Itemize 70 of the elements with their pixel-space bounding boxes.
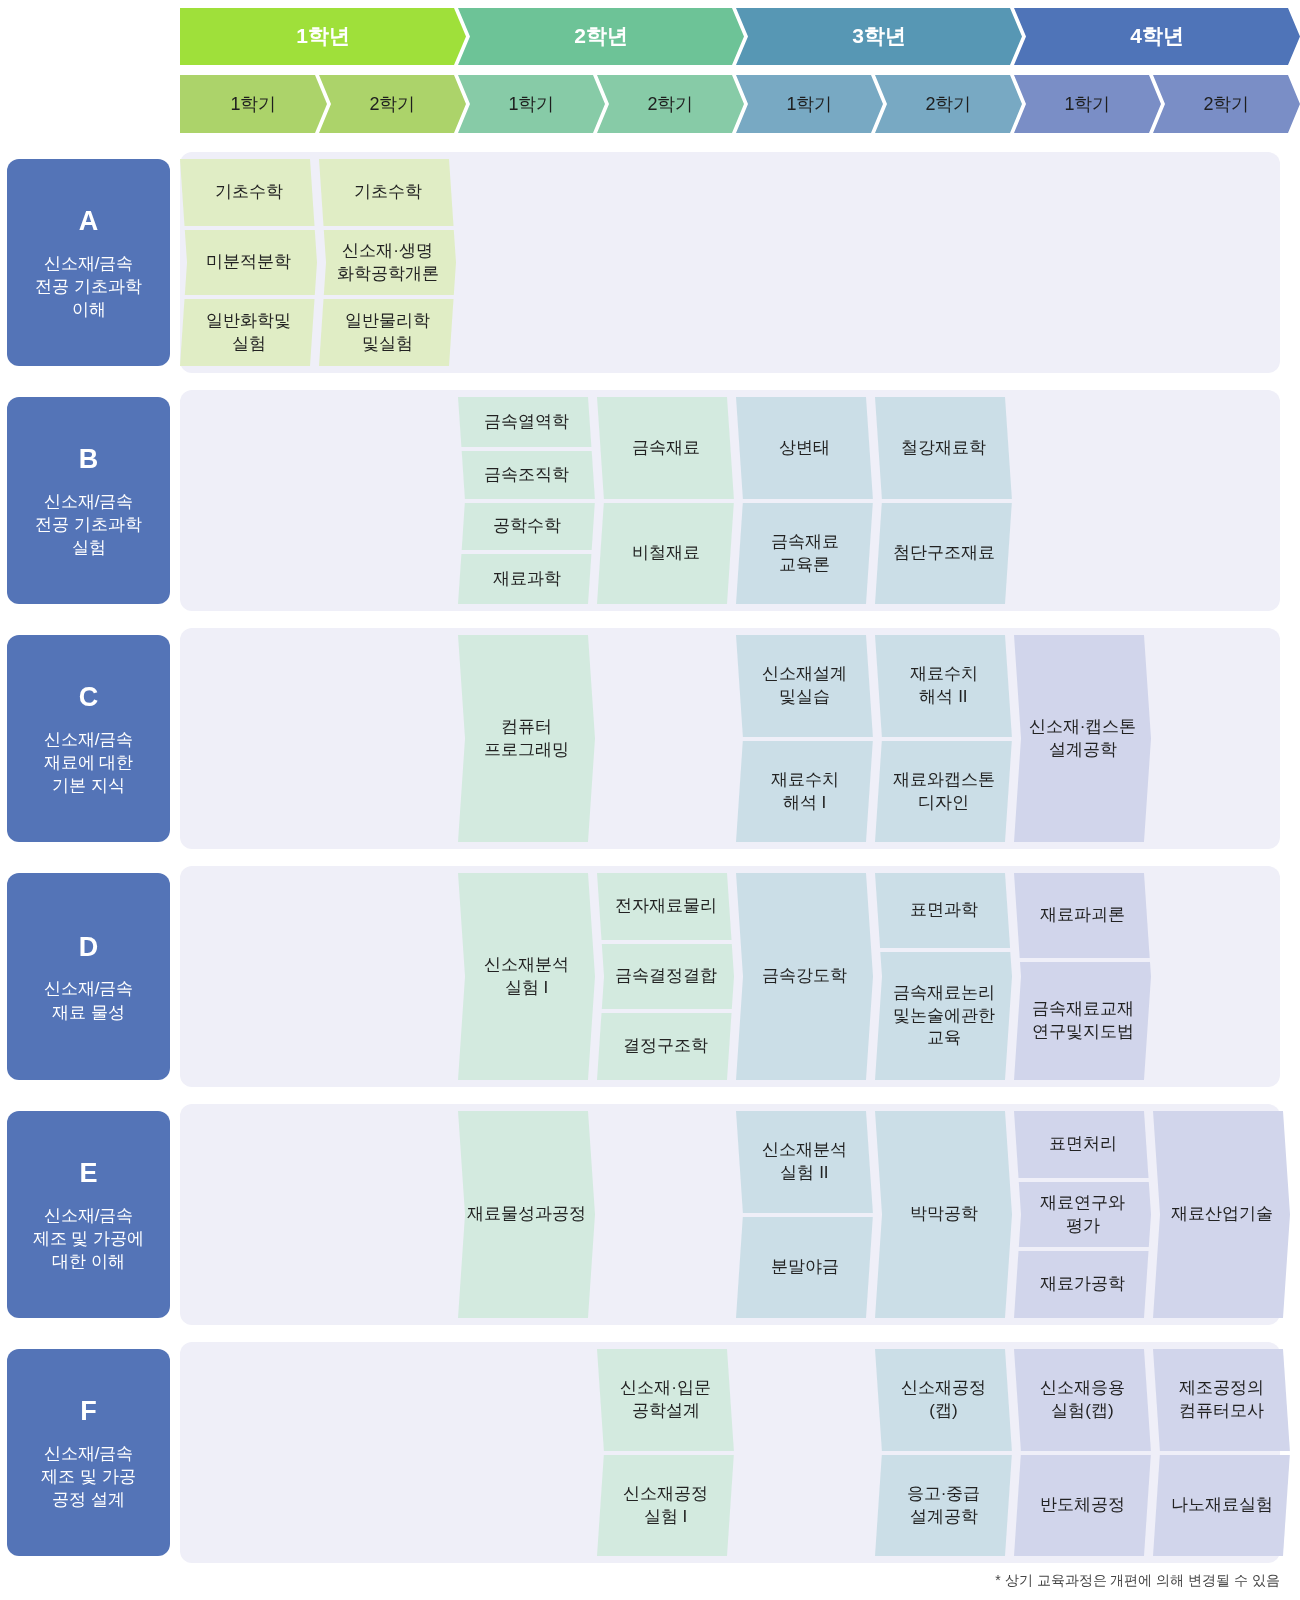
year-banner: 3학년 <box>736 8 1022 65</box>
year-banner: 1학년 <box>180 8 466 65</box>
year-banner: 2학년 <box>458 8 744 65</box>
course-block: 나노재료실험 <box>1153 1455 1290 1556</box>
course-block: 표면과학 <box>875 873 1012 948</box>
course-block: 컴퓨터 프로그래밍 <box>458 635 595 842</box>
course-block: 분말야금 <box>736 1217 873 1318</box>
semester-banner: 1학기 <box>458 75 605 133</box>
category-title: 신소재/금속 제조 및 가공 공정 설계 <box>40 1442 137 1512</box>
semester-banner: 1학기 <box>180 75 327 133</box>
course-block: 제조공정의 컴퓨터모사 <box>1153 1349 1290 1451</box>
course-block: 신소재·입문 공학설계 <box>597 1349 734 1451</box>
course-block: 재료와캡스톤 디자인 <box>875 741 1012 842</box>
course-block: 금속재료교재 연구및지도법 <box>1014 962 1151 1080</box>
course-block: 신소재설계 및실습 <box>736 635 873 737</box>
semester-banner: 2학기 <box>875 75 1022 133</box>
footnote: * 상기 교육과정은 개편에 의해 변경될 수 있음 <box>995 1572 1280 1590</box>
category-card <box>7 873 170 1080</box>
course-block: 재료수치 해석 II <box>875 635 1012 737</box>
course-block: 신소재분석 실험 I <box>458 873 595 1080</box>
category-letter: A <box>78 205 99 239</box>
course-block: 응고·중급 설계공학 <box>875 1455 1012 1556</box>
category-letter: E <box>79 1157 98 1191</box>
course-block: 재료물성과공정 <box>458 1111 595 1318</box>
category-card <box>7 1349 170 1556</box>
course-block: 첨단구조재료 <box>875 503 1012 604</box>
course-block: 재료가공학 <box>1014 1251 1151 1318</box>
course-block: 금속강도학 <box>736 873 873 1080</box>
course-block: 일반물리학 및실험 <box>319 299 456 366</box>
course-block: 신소재응용 실험(캡) <box>1014 1349 1151 1451</box>
category-letter: B <box>78 443 99 477</box>
semester-banner: 2학기 <box>319 75 466 133</box>
course-block: 표면처리 <box>1014 1111 1151 1178</box>
category-card <box>7 159 170 366</box>
course-block: 신소재공정 실험 I <box>597 1455 734 1556</box>
course-block: 박막공학 <box>875 1111 1012 1318</box>
course-block: 금속재료 교육론 <box>736 503 873 604</box>
course-block: 철강재료학 <box>875 397 1012 499</box>
course-block: 재료수치 해석 I <box>736 741 873 842</box>
category-card <box>7 397 170 604</box>
semester-banner: 2학기 <box>1153 75 1300 133</box>
course-block: 기초수학 <box>180 159 317 226</box>
semester-banner: 1학기 <box>1014 75 1161 133</box>
course-block: 재료파괴론 <box>1014 873 1151 958</box>
category-card <box>7 1111 170 1318</box>
category-letter: D <box>78 930 99 964</box>
course-block: 기초수학 <box>319 159 456 226</box>
category-title: 신소재/금속 재료에 대한 기본 지식 <box>42 728 135 798</box>
semester-banner: 1학기 <box>736 75 883 133</box>
course-block: 신소재분석 실험 II <box>736 1111 873 1213</box>
course-block: 금속재료 <box>597 397 734 499</box>
category-card <box>7 635 170 842</box>
course-block: 전자재료물리 <box>597 873 734 940</box>
category-letter: F <box>80 1395 97 1429</box>
category-title: 신소재/금속 전공 기초과학 이해 <box>34 252 143 322</box>
course-block: 신소재·캡스톤 설계공학 <box>1014 635 1151 842</box>
course-block: 반도체공정 <box>1014 1455 1151 1556</box>
course-block: 금속재료논리 및논술에관한 교육 <box>875 952 1012 1080</box>
course-block: 상변태 <box>736 397 873 499</box>
category-title: 신소재/금속 전공 기초과학 실험 <box>34 490 143 560</box>
course-block: 결정구조학 <box>597 1013 734 1080</box>
course-block: 일반화학및 실험 <box>180 299 317 366</box>
semester-banner: 2학기 <box>597 75 744 133</box>
course-block: 재료산업기술 <box>1153 1111 1290 1318</box>
category-title: 신소재/금속 제조 및 가공에 대한 이해 <box>31 1204 146 1274</box>
course-block: 비철재료 <box>597 503 734 604</box>
category-title: 신소재/금속 재료 물성 <box>42 978 135 1024</box>
year-banner: 4학년 <box>1014 8 1300 65</box>
course-block: 신소재공정 (캡) <box>875 1349 1012 1451</box>
category-letter: C <box>78 681 99 715</box>
